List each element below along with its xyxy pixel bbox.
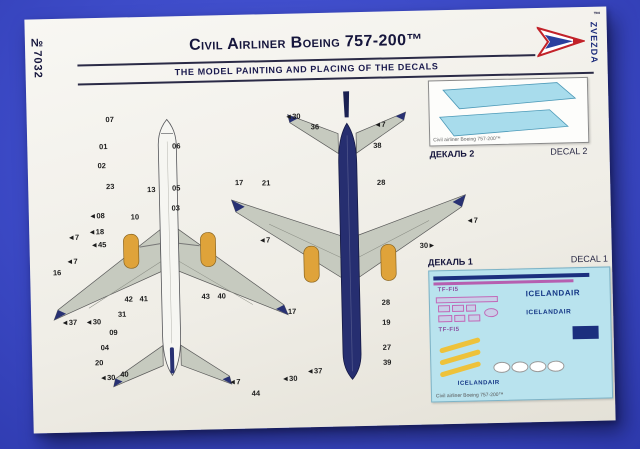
callout-31: 31 (117, 309, 127, 319)
stabilizer-left-bottom (287, 114, 339, 155)
decal-registration: TF-FI5 (437, 286, 459, 294)
callout-02: 02 (97, 161, 106, 171)
callout-19: 19 (382, 317, 391, 327)
flag-arrow-icon (536, 26, 586, 58)
callout-38: 38 (373, 140, 382, 151)
stabilizer-right-bottom (355, 111, 407, 154)
callout-42: 42 (124, 294, 134, 304)
trademark-symbol: ™ (593, 11, 601, 19)
decal2-labels: ДЕКАЛЬ 2 DECAL 2 (429, 146, 587, 160)
page-title: Civil Airliner Boeing 757-200™ (188, 31, 424, 54)
callout-40: 40 (120, 369, 129, 379)
callout-30: ◄30 (85, 317, 102, 327)
callout-08: ◄08 (88, 211, 105, 221)
engine-left (123, 233, 161, 269)
fuselage-bottom (338, 122, 362, 380)
decal1-label-ru: ДЕКАЛЬ 1 (427, 256, 473, 268)
decal2-label-ru: ДЕКАЛЬ 2 (429, 148, 475, 160)
callout-44: 44 (251, 388, 261, 398)
engine-left-bottom (303, 245, 320, 283)
callout-45: ◄45 (90, 240, 107, 250)
callout-03: 03 (171, 203, 180, 213)
callout-17: 17 (287, 306, 297, 317)
decal-small-mark (465, 304, 477, 312)
callout-18: ◄18 (88, 227, 105, 237)
decal2-shapes (438, 82, 577, 137)
brand-name: ZVEZDA (588, 21, 600, 64)
decal-small-mark (484, 307, 499, 318)
decal-oval-mark (547, 360, 565, 372)
callout-28: 28 (381, 297, 391, 307)
callout-7: ◄7 (373, 119, 386, 129)
decal-small-mark (468, 314, 481, 322)
callout-30: 30► (419, 240, 436, 250)
callout-20: 20 (94, 358, 104, 368)
callout-27: 27 (382, 342, 392, 352)
instruction-sheet: №7032 Civil Airliner Boeing 757-200™ THE… (24, 6, 616, 434)
decal-oval-mark (511, 361, 529, 373)
callout-7: ◄7 (67, 232, 80, 242)
callout-43: 43 (201, 291, 210, 301)
wing-left (53, 228, 162, 321)
callout-28: 28 (376, 177, 386, 187)
sheet-number: №7032 (30, 37, 44, 79)
callout-05: 05 (171, 183, 181, 193)
callout-21: 21 (261, 178, 271, 188)
callout-30: ◄30 (99, 372, 116, 383)
decal-small-mark (435, 295, 498, 304)
callout-41: 41 (139, 294, 149, 304)
callout-7: ◄7 (258, 235, 271, 245)
callout-01: 01 (99, 142, 108, 152)
zvezda-logo: ™ ZVEZDA (536, 12, 601, 71)
wing-right (177, 228, 289, 316)
callout-36: 36 (310, 122, 320, 132)
decal-accent-stripe (433, 279, 574, 285)
callout-37: ◄37 (61, 317, 78, 328)
callout-7: ◄7 (65, 256, 78, 267)
callout-07: 07 (105, 114, 114, 125)
callout-37: ◄37 (306, 366, 323, 376)
callout-30: ◄30 (284, 111, 301, 122)
top-view-diagram (53, 118, 289, 388)
wing-left-bottom (230, 199, 342, 279)
callout-7: ◄7 (466, 215, 478, 225)
tail-fin-top (169, 347, 175, 374)
decal-small-mark (451, 304, 465, 313)
callout-23: 23 (105, 181, 115, 192)
decal-airline-title: ICELANDAIR (525, 288, 581, 299)
decal2-preview: Civil airliner Boeing 757-200™ (427, 76, 590, 147)
engine-right (178, 232, 217, 267)
stabilizer-right (180, 344, 233, 385)
decal2-label-en: DECAL 2 (550, 145, 588, 157)
callout-30: ◄30 (281, 373, 298, 384)
stabilizer-left (113, 344, 164, 388)
decal-small-mark (438, 315, 453, 323)
decal-small-mark (454, 314, 466, 322)
engine-right-bottom (380, 244, 397, 281)
callout-10: 10 (130, 212, 140, 222)
decal1-label-en: DECAL 1 (570, 253, 609, 265)
decal1-caption: Civil airliner Boeing 757-200™ (435, 391, 504, 400)
callout-17: 17 (234, 177, 244, 188)
callout-40: 40 (217, 291, 226, 301)
callout-04: 04 (100, 343, 110, 353)
decal2-caption: Civil airliner Boeing 757-200™ (433, 135, 501, 144)
fuselage-top (157, 118, 181, 377)
decal-small-mark (437, 305, 451, 313)
decal-navy-block (572, 325, 599, 340)
callout-39: 39 (382, 357, 392, 367)
callout-16: 16 (52, 268, 62, 278)
decal1-labels: ДЕКАЛЬ 1 DECAL 1 (428, 253, 608, 267)
callout-7: ◄7 (228, 377, 241, 387)
decal-oval-mark (493, 361, 511, 374)
decal-oval-mark (529, 360, 547, 373)
callout-09: 09 (109, 327, 118, 338)
decal-airline-title: ICELANDAIR (526, 308, 572, 317)
callout-13: 13 (146, 184, 156, 195)
decal-registration: TF-FI5 (438, 326, 460, 334)
tail-fin-bottom (343, 91, 350, 118)
decal1-sheet: TF-FI5 TF-FI5 ICELANDAIR ICELANDAIR ICEL… (428, 266, 614, 403)
callout-06: 06 (172, 141, 181, 151)
decal-airline-title: ICELANDAIR (457, 379, 500, 387)
